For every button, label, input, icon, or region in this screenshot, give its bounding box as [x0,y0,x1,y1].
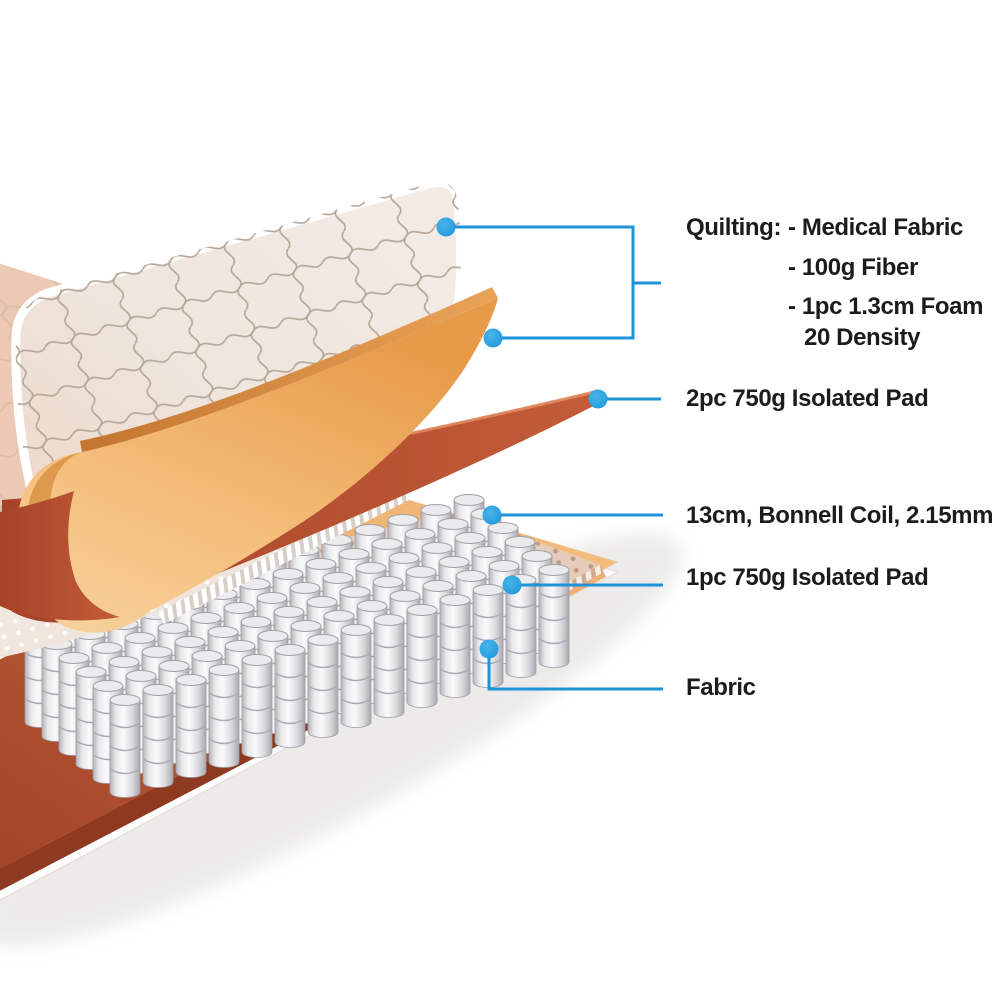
coil-spring [142,684,174,788]
foam-face [17,298,498,633]
coil-block [24,494,570,798]
coil-spring [439,594,471,698]
coil-spring [109,694,141,798]
coil-spring [175,674,207,778]
coil-spring [274,644,306,748]
coil-spring [340,624,372,728]
coil-spring [241,654,273,758]
coil-spring [538,564,570,668]
leader-fabric [487,649,663,691]
callout-lines [446,225,663,691]
perforated-pad-ridge-edge [158,487,411,624]
foam-top-edge [80,287,498,452]
coil-spring [208,664,240,768]
callout-dots [436,217,608,659]
coil-spring [406,604,438,708]
callout-dot-quilting-foam [483,328,503,348]
coil-spring [307,634,339,738]
callout-dot-coil [482,505,502,525]
coil-spring [373,614,405,718]
callout-dot-quilting-fabric [436,217,456,237]
isolated-pad-2pc-left-pocket [0,491,120,621]
callout-dot-pad-2pc [588,389,608,409]
callout-dot-pad-1pc [502,575,522,595]
callout-dot-fabric [479,639,499,659]
foam-sheet [0,287,498,633]
